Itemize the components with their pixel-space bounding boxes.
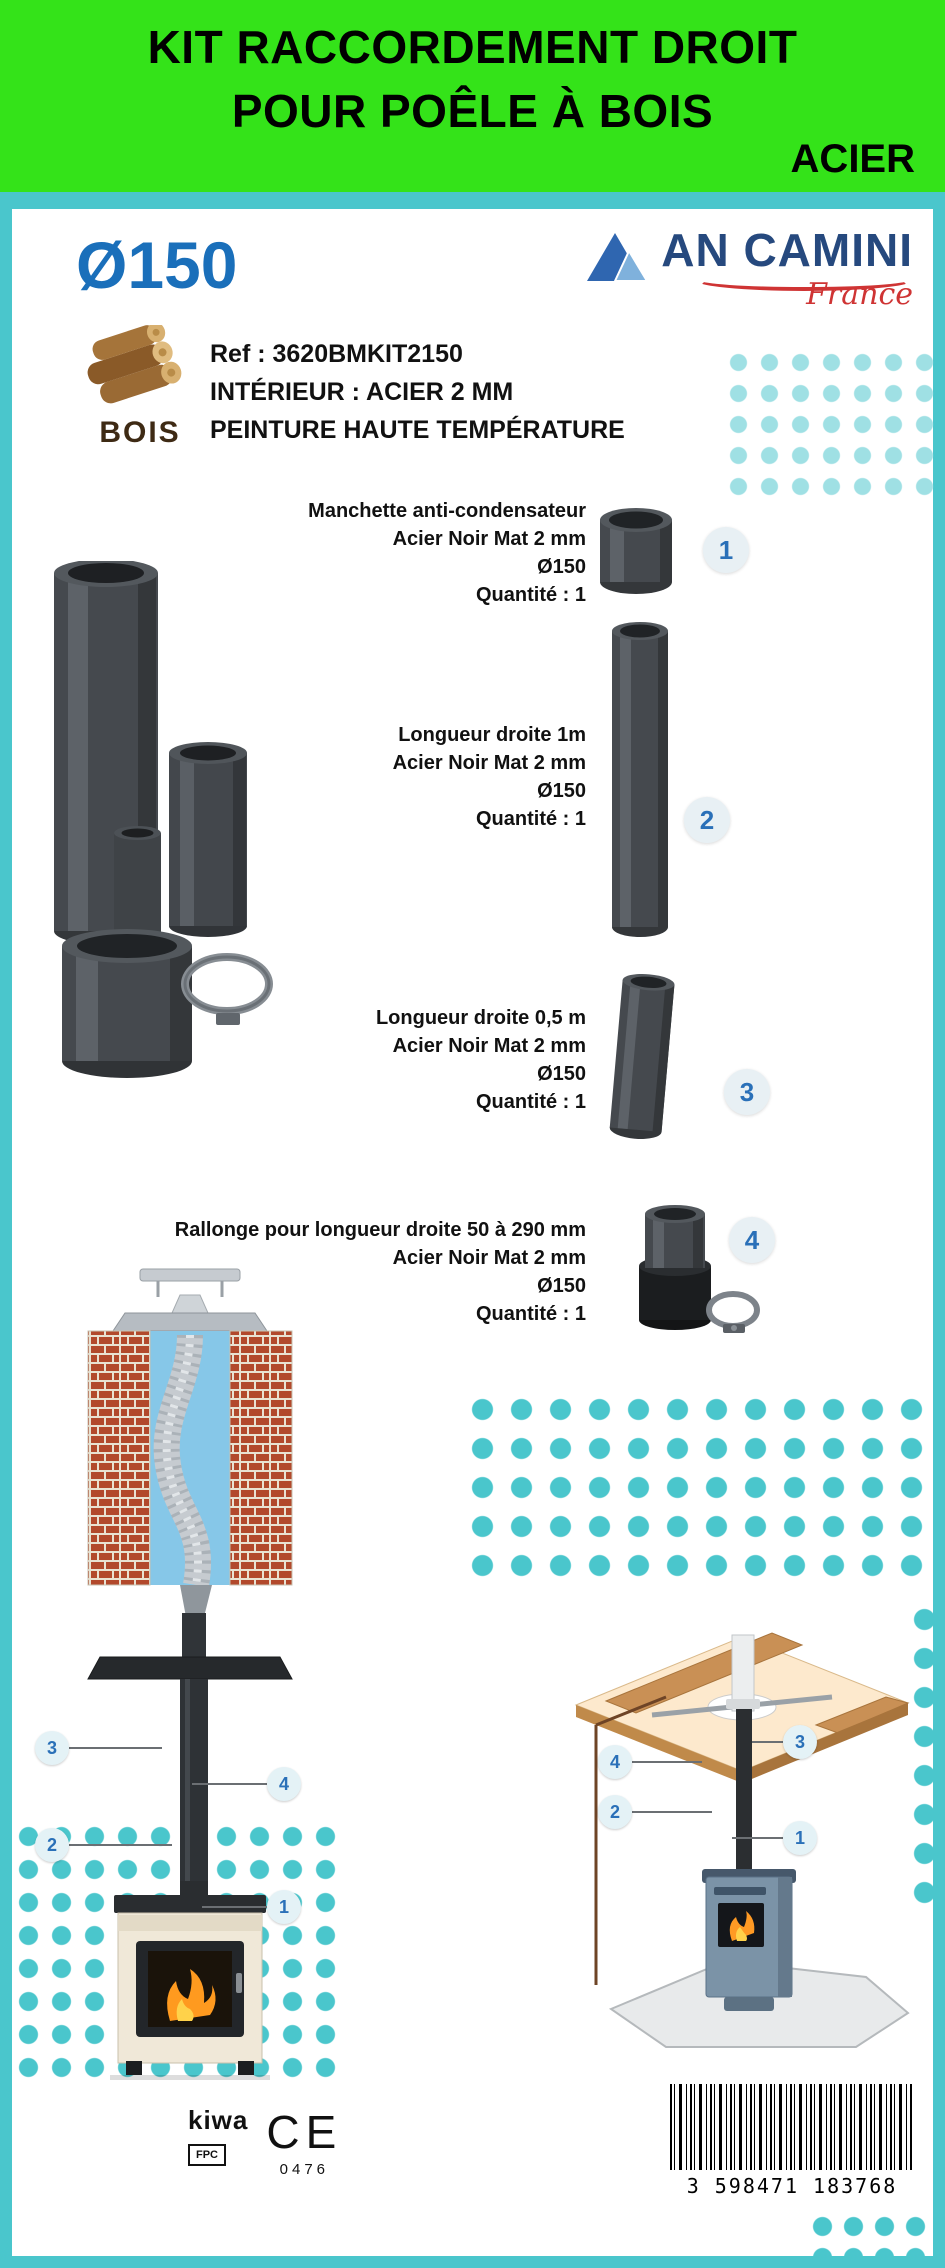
ce-number: 0476 — [279, 2161, 330, 2178]
callout-right-2: 2 — [598, 1795, 632, 1829]
callout-line — [632, 1761, 702, 1763]
callout-line — [202, 1906, 267, 1908]
brand-name: AN CAMINI — [661, 224, 913, 276]
callout-right-4: 4 — [598, 1745, 632, 1779]
content-card: Ø150 AN CAMINI France — [12, 209, 937, 2256]
item-quantity: Quantité : 1 — [475, 1091, 586, 1113]
brand-subtitle: France — [806, 277, 913, 312]
callout-line — [632, 1811, 712, 1813]
item-name: Longueur droite 1m — [398, 724, 586, 746]
item-1-photo — [590, 504, 682, 603]
item-2-number: 2 — [684, 797, 730, 843]
item-quantity: Quantité : 1 — [475, 1303, 586, 1325]
callout-line — [69, 1747, 162, 1749]
kiwa-logo: kiwa — [188, 2105, 249, 2135]
item-3-number: 3 — [724, 1069, 770, 1115]
callout-left-1: 1 — [267, 1890, 301, 1924]
item-name: Manchette anti-condensateur — [308, 500, 586, 522]
item-quantity: Quantité : 1 — [475, 808, 586, 830]
callout-line — [732, 1837, 783, 1839]
certifications: kiwa FPC CE 0476 — [188, 2105, 342, 2178]
fuel-badge: BOIS — [76, 322, 204, 450]
barcode: 3 598471 183768 — [658, 2084, 926, 2206]
banner-title-line1: KIT RACCORDEMENT DROIT — [147, 21, 798, 73]
item-4-photo — [613, 1202, 763, 1352]
brand-swoosh — [695, 269, 913, 291]
item-1-description: Manchette anti-condensateur Acier Noir M… — [308, 497, 586, 609]
item-diameter: Ø150 — [537, 1275, 586, 1297]
item-material: Acier Noir Mat 2 mm — [392, 752, 586, 774]
item-2-photo — [606, 617, 674, 946]
item-diameter: Ø150 — [537, 780, 586, 802]
installation-diagram-chimney — [30, 1255, 352, 2092]
item-2-description: Longueur droite 1m Acier Noir Mat 2 mm Ø… — [393, 721, 586, 833]
fpc-mark: FPC — [188, 2144, 226, 2166]
banner-title-line2: POUR POÊLE À BOIS — [231, 85, 714, 137]
installation-diagram-room — [556, 1585, 928, 2064]
item-material: Acier Noir Mat 2 mm — [392, 1247, 586, 1269]
diameter-label: Ø150 — [76, 228, 238, 302]
cert-right-column: CE 0476 — [266, 2105, 342, 2178]
item-name: Rallonge pour longueur droite 50 à 290 m… — [174, 1219, 586, 1241]
item-3-description: Longueur droite 0,5 m Acier Noir Mat 2 m… — [376, 1004, 586, 1116]
mountain-icon — [585, 227, 651, 290]
interior-spec: INTÉRIEUR : ACIER 2 MM — [210, 378, 514, 406]
item-diameter: Ø150 — [537, 1063, 586, 1085]
callout-right-1: 1 — [783, 1821, 817, 1855]
item-name: Longueur droite 0,5 m — [375, 1007, 586, 1029]
callout-left-2: 2 — [35, 1828, 69, 1862]
reference-block: Ref : 3620BMKIT2150 INTÉRIEUR : ACIER 2 … — [210, 335, 625, 449]
paint-spec: PEINTURE HAUTE TEMPÉRATURE — [210, 416, 625, 444]
item-material: Acier Noir Mat 2 mm — [392, 1035, 586, 1057]
callout-right-3: 3 — [783, 1725, 817, 1759]
callout-line — [752, 1741, 783, 1743]
reference-number: Ref : 3620BMKIT2150 — [210, 340, 463, 368]
item-1-number: 1 — [703, 527, 749, 573]
item-quantity: Quantité : 1 — [475, 584, 586, 606]
brand-text: AN CAMINI France — [661, 227, 913, 312]
dot-pattern-middle-right — [463, 1390, 933, 1592]
callout-left-3: 3 — [35, 1731, 69, 1765]
item-material: Acier Noir Mat 2 mm — [392, 528, 586, 550]
callout-line — [192, 1783, 267, 1785]
banner: KIT RACCORDEMENT DROIT POUR POÊLE À BOIS… — [0, 0, 945, 192]
ce-mark: CE — [266, 2106, 343, 2158]
item-4-number: 4 — [729, 1217, 775, 1263]
kit-group-photo — [42, 559, 364, 1111]
fuel-label: BOIS — [99, 416, 181, 449]
item-3-photo — [603, 970, 681, 1150]
wood-logs-icon — [80, 322, 200, 413]
item-diameter: Ø150 — [537, 556, 586, 578]
brand-logo: AN CAMINI France — [585, 227, 913, 312]
barcode-digits: 3 598471 183768 — [686, 2174, 898, 2198]
callout-line — [69, 1844, 172, 1846]
barcode-bars — [670, 2084, 914, 2170]
cert-left-column: kiwa FPC — [188, 2105, 248, 2166]
callout-left-4: 4 — [267, 1767, 301, 1801]
material-tag: ACIER — [790, 137, 915, 181]
dot-pattern-top-right — [723, 347, 937, 501]
item-4-description: Rallonge pour longueur droite 50 à 290 m… — [175, 1216, 586, 1328]
